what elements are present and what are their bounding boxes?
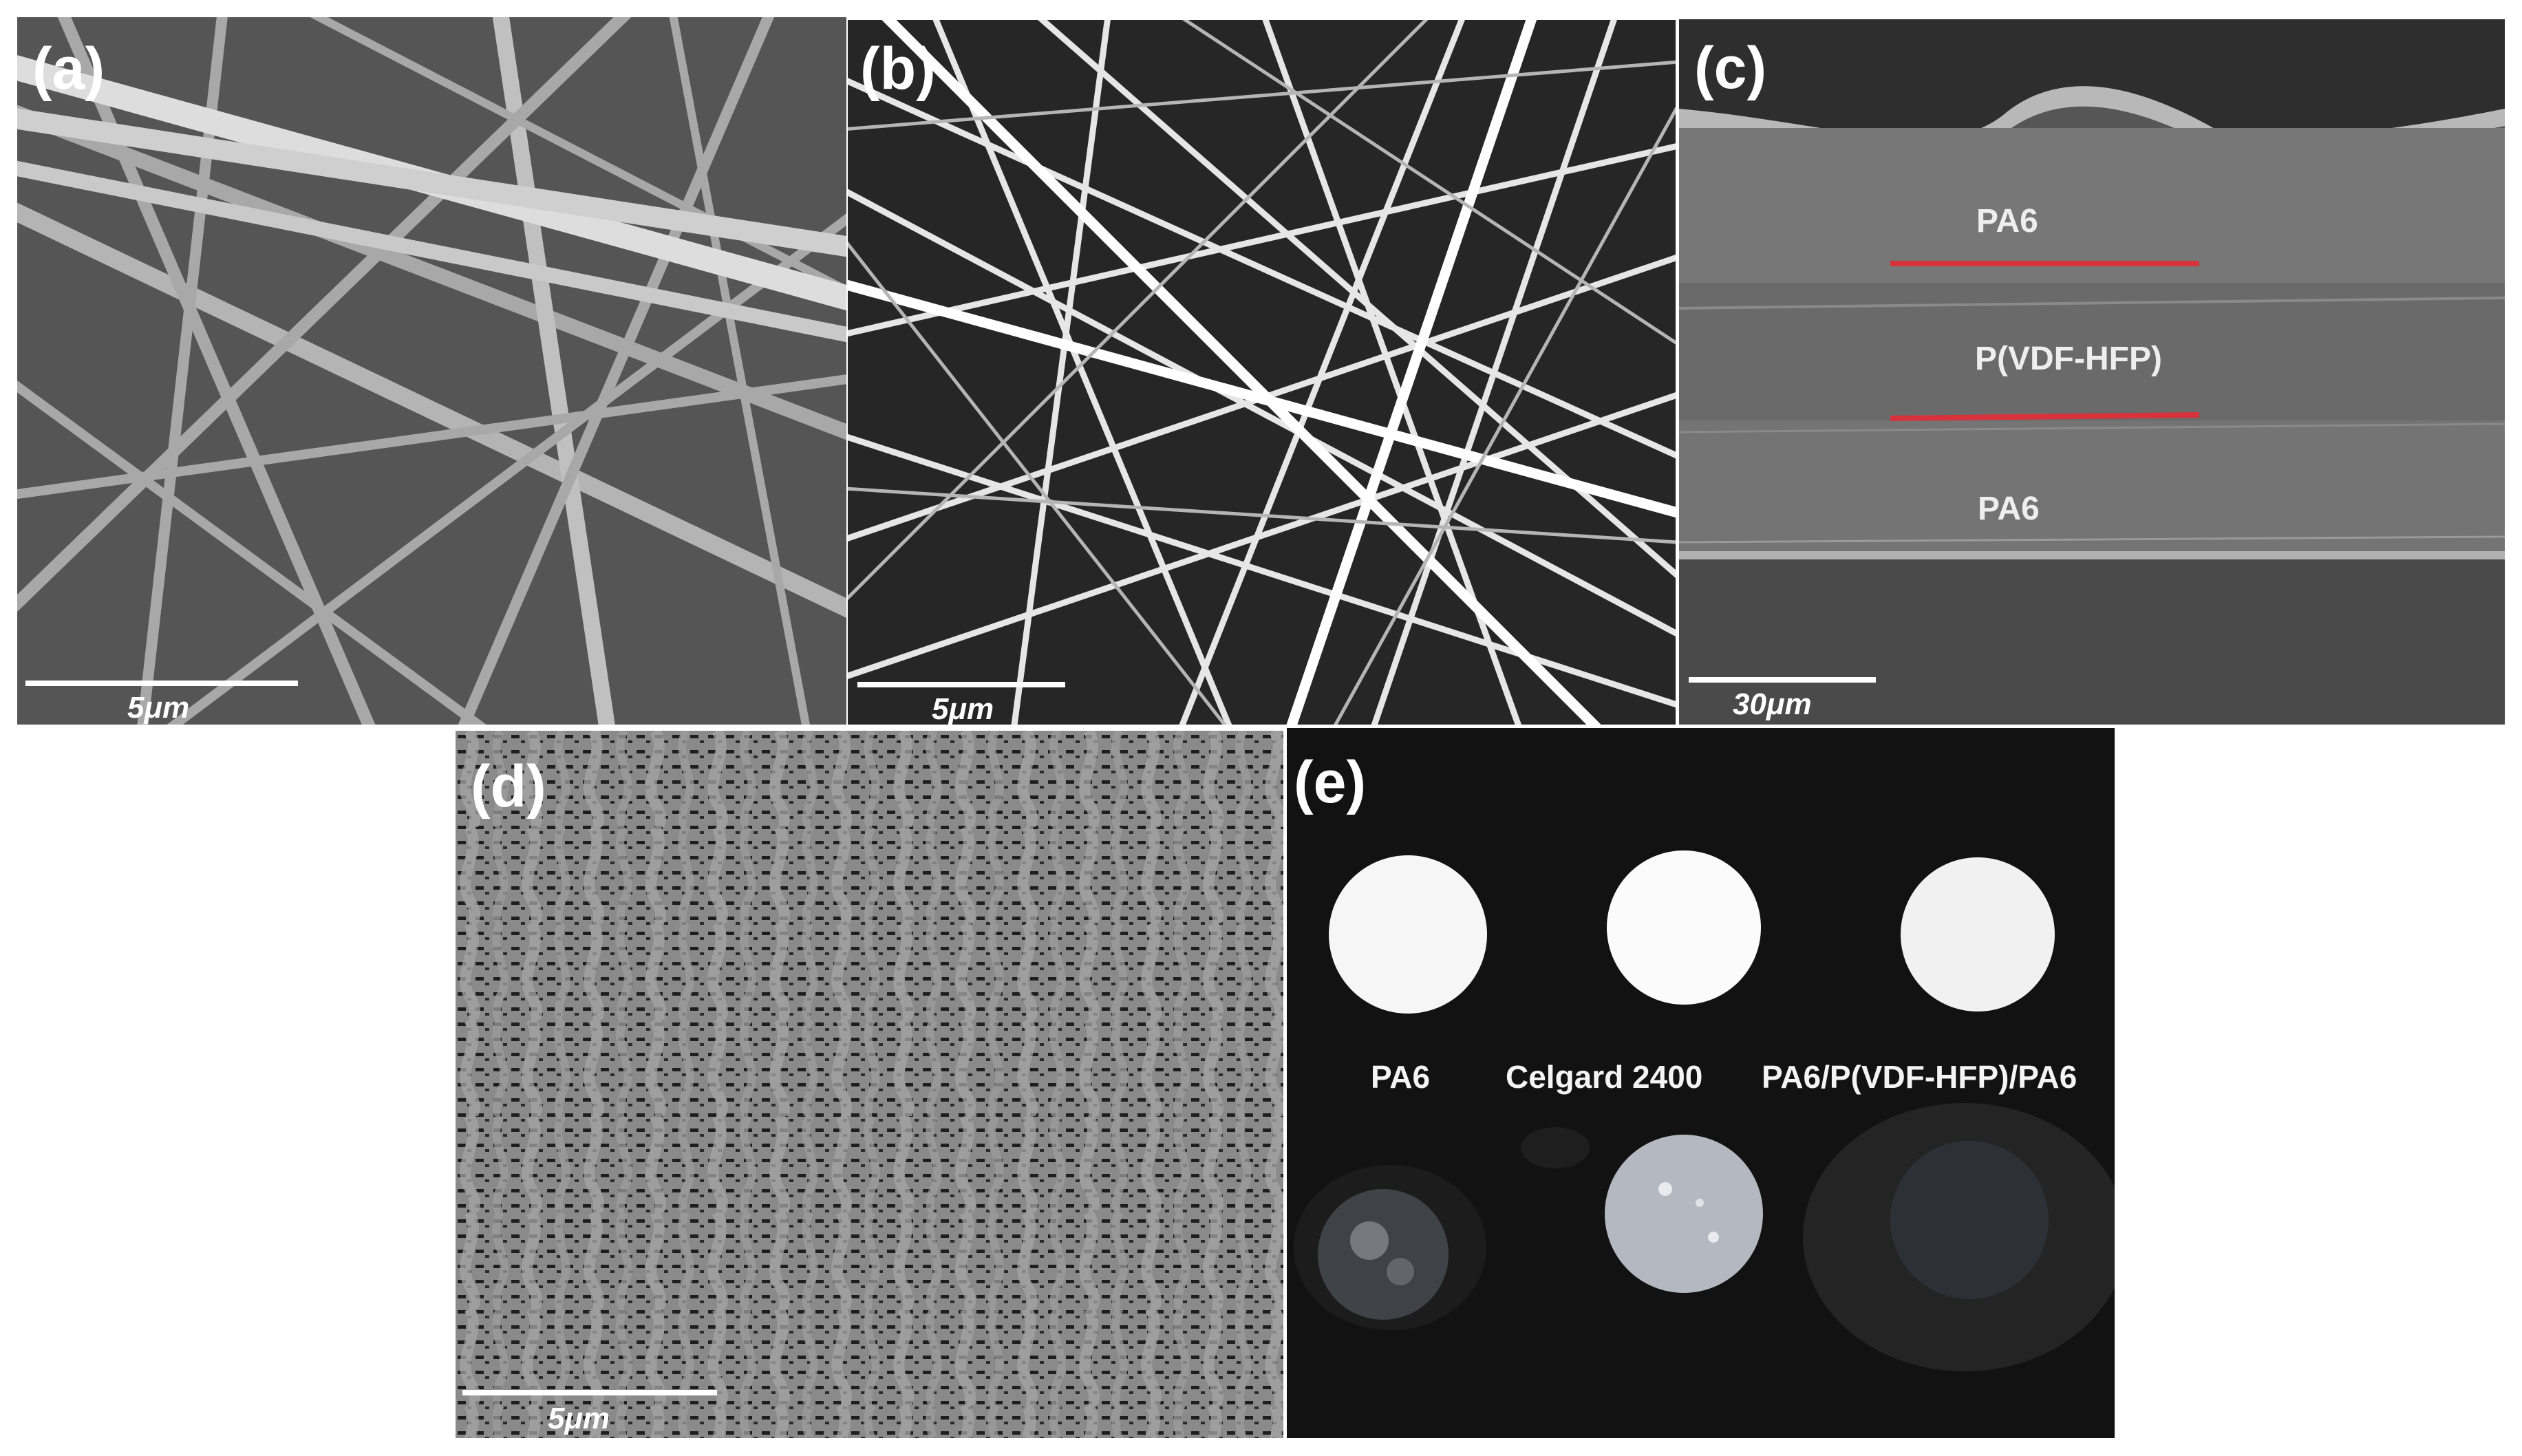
panel-b-micrograph	[848, 20, 1676, 725]
scale-bar-label: 5μm	[127, 691, 190, 725]
panel-e: (e) PA6 Celgard 2400 PA6/P(VDF-HFP)/PA6	[1287, 728, 2115, 1438]
panel-b-scale-bar: 5μm	[857, 682, 1078, 725]
panel-a-scale-bar: 5μm	[25, 681, 301, 725]
panel-a-micrograph	[17, 17, 846, 725]
scale-bar-line	[462, 1390, 717, 1395]
scale-bar-line	[1689, 677, 1876, 683]
layer-label-pvdf-hfp: P(VDF-HFP)	[1975, 341, 2162, 377]
panel-c-micrograph	[1679, 19, 2505, 725]
caption-pa6: PA6	[1371, 1059, 1431, 1095]
panel-a: (a) 5μm	[17, 17, 846, 725]
scale-bar-line	[25, 681, 298, 686]
panel-c-scale-bar: 30μm	[1689, 677, 1888, 721]
panel-c-label: (c)	[1694, 35, 1767, 101]
caption-trilayer: PA6/P(VDF-HFP)/PA6	[1762, 1059, 2077, 1095]
panel-b: (b) 5μm	[848, 20, 1676, 725]
lower-interface-line	[1890, 412, 2200, 421]
scale-bar-line	[857, 682, 1065, 687]
scale-bar-label: 5μm	[548, 1402, 610, 1435]
celgard-wetted-stain	[1521, 1127, 1590, 1168]
panel-e-photo	[1287, 728, 2115, 1438]
trilayer-wetted-disc	[1890, 1141, 2049, 1299]
panel-d-scale-bar: 5μm	[462, 1390, 724, 1435]
layer-label-bottom-pa6: PA6	[1978, 491, 2040, 527]
panel-b-label: (b)	[860, 36, 936, 102]
celgard-wetted-disc	[1605, 1135, 1763, 1293]
panel-d-micrograph	[456, 731, 1283, 1438]
layer-label-top-pa6: PA6	[1976, 203, 2038, 239]
panel-a-label: (a)	[32, 36, 105, 102]
panel-e-label: (e)	[1294, 749, 1367, 815]
scale-bar-label: 5μm	[932, 692, 994, 725]
trilayer-dry-disc	[1901, 857, 2055, 1011]
celgard-dry-disc	[1607, 850, 1761, 1005]
panel-d: (d) 5μm	[456, 731, 1283, 1438]
scale-bar-label: 30μm	[1733, 687, 1812, 721]
panel-c: (c) PA6 P(VDF-HFP) PA6 30μm	[1679, 19, 2505, 725]
pa6-dry-disc	[1329, 855, 1487, 1014]
caption-celgard-2400: Celgard 2400	[1506, 1059, 1703, 1095]
panel-d-label: (d)	[471, 753, 546, 820]
pa6-wetted-disc	[1318, 1189, 1449, 1320]
